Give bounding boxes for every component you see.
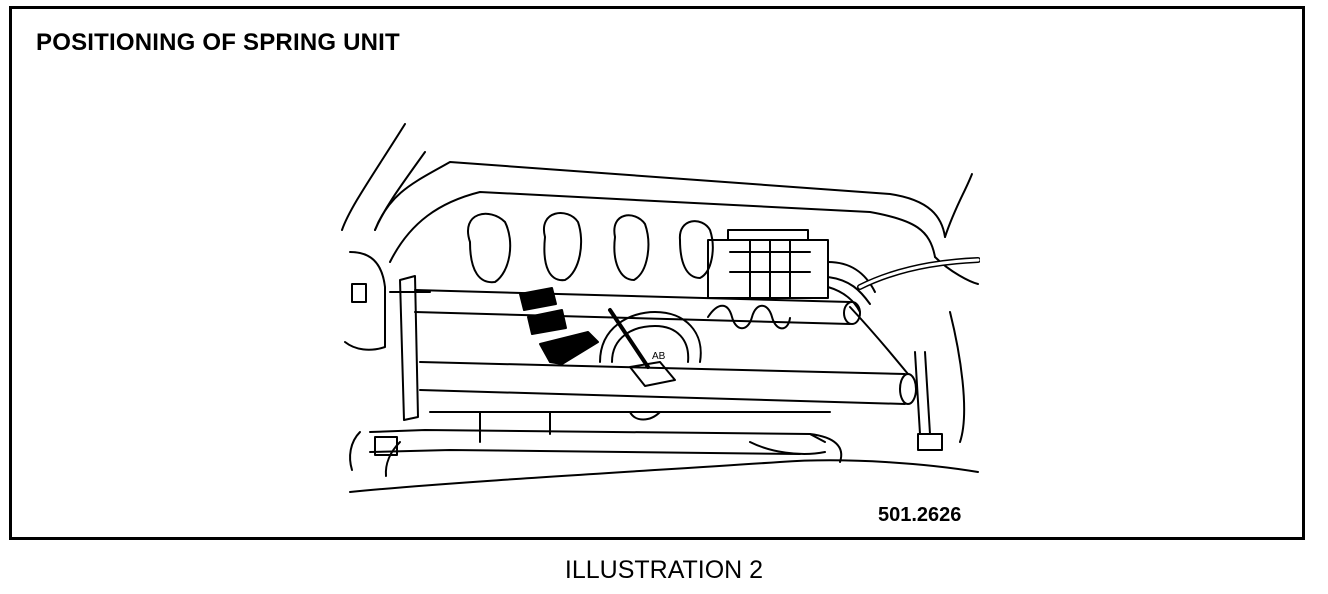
- spring-unit: AB: [599, 308, 702, 387]
- reference-number: 501.2626: [878, 504, 962, 526]
- main-shaft: [414, 289, 861, 325]
- direction-arrow: [519, 287, 599, 365]
- figure-frame: POSITIONING OF SPRING UNIT 501.2626: [9, 6, 1305, 540]
- housing-outline: [341, 123, 406, 231]
- lower-mechanism: [349, 411, 843, 477]
- figure-title: POSITIONING OF SPRING UNIT: [36, 29, 400, 56]
- illustration-caption: ILLUSTRATION 2: [564, 556, 764, 584]
- cable-bundle: [857, 257, 980, 290]
- spring-coil: [707, 304, 791, 330]
- part-marking: AB: [652, 351, 666, 362]
- base-outline: [349, 459, 979, 493]
- upper-housing: [374, 161, 946, 238]
- lower-rail: [419, 361, 917, 405]
- grip-ribs: [467, 212, 714, 284]
- left-bracket: [389, 275, 431, 421]
- spring-unit-illustration: AB: [341, 123, 980, 493]
- electrical-connector: [707, 229, 876, 313]
- right-bracket: [849, 306, 943, 451]
